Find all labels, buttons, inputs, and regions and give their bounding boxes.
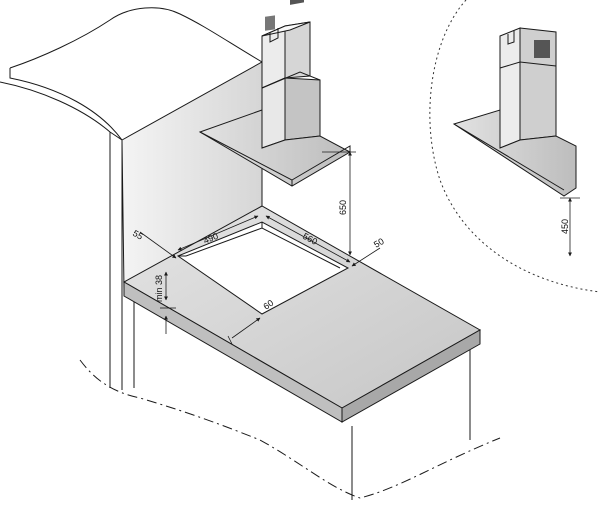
dim-label-50: 50	[372, 236, 386, 250]
dim-label-55: 55	[131, 228, 145, 242]
dimension-lines	[139, 151, 381, 345]
detail-view	[429, 0, 600, 293]
dim-label-min38: min 38	[154, 275, 164, 302]
base-cabinet	[79, 302, 501, 500]
dim-label-450: 450	[560, 219, 570, 234]
vent-grille	[265, 0, 304, 31]
dim-label-60: 60	[261, 298, 275, 312]
wall	[0, 7, 263, 390]
cooker-hood	[198, 0, 352, 187]
dim-label-650: 650	[338, 200, 348, 215]
